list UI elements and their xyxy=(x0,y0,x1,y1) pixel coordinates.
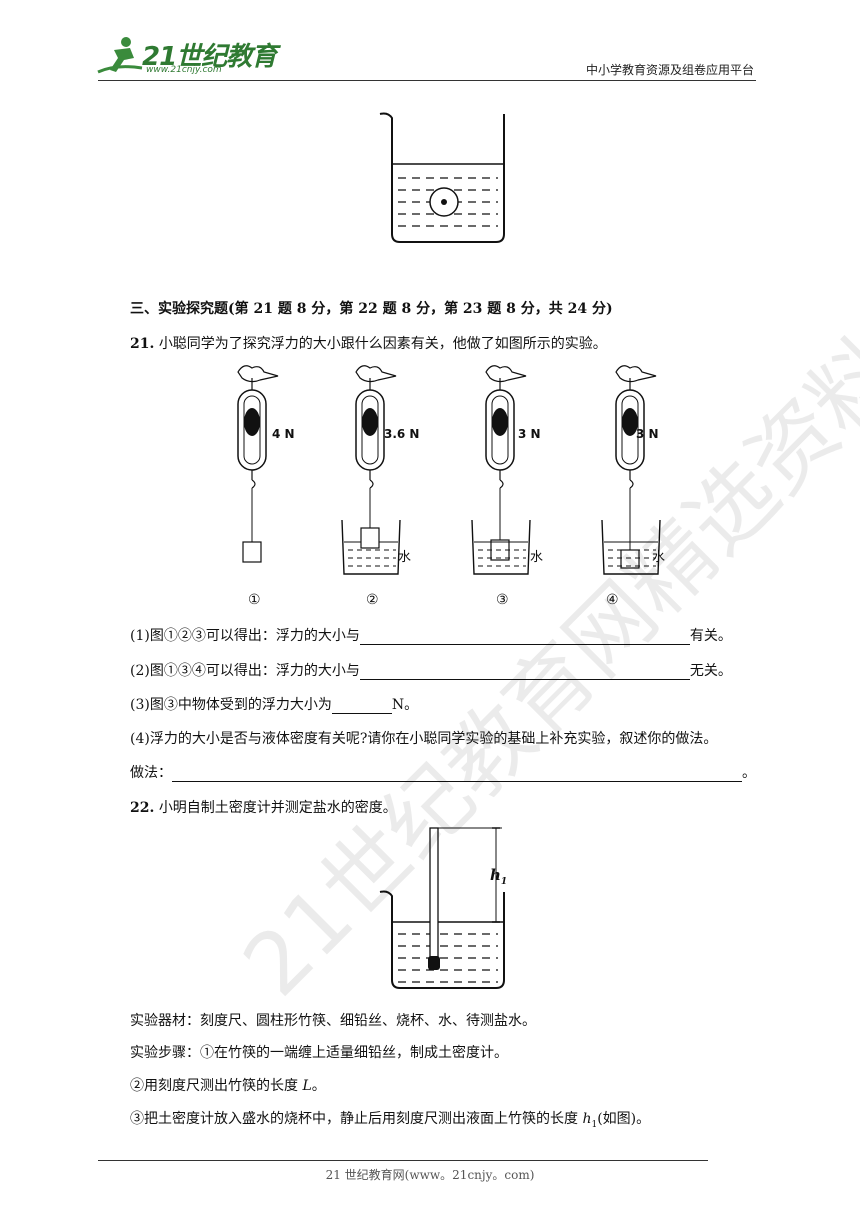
q21-sub1-prefix: (1)图①②③可以得出：浮力的大小与 xyxy=(130,628,360,644)
q21-method-prefix: 做法： xyxy=(130,765,172,781)
reading-4: 3 N xyxy=(636,427,659,441)
q21-sub4: (4)浮力的大小是否与液体密度有关呢?请你在小聪同学实验的基础上补充实验，叙述你… xyxy=(130,731,718,747)
q22-step2-prefix: ②用刻度尺测出竹筷的长度 xyxy=(130,1078,303,1094)
q22-step3-prefix: ③把土密度计放入盛水的烧杯中，静止后用刻度尺测出液面上竹筷的长度 xyxy=(130,1111,583,1127)
water-label-4: 水 xyxy=(652,550,666,565)
q22-step3-suffix: (如图)。 xyxy=(597,1111,651,1127)
q22-step3-sub: 1 xyxy=(591,1119,598,1130)
q22-step3-var: h xyxy=(582,1111,592,1127)
q22-materials: 实验器材：刻度尺、圆柱形竹筷、细铅丝、烧杯、水、待测盐水。 xyxy=(130,1013,536,1029)
q22-number: 22. xyxy=(130,800,155,816)
reading-2: 3.6 N xyxy=(384,427,420,441)
beaker-ball-figure xyxy=(378,106,518,246)
q21-stem: 21. 小聪同学为了探究浮力的大小跟什么因素有关，他做了如图所示的实验。 xyxy=(130,333,607,353)
water-label-2: 水 xyxy=(398,550,412,565)
q22-step1: 实验步骤：①在竹筷的一端缠上适量细铅丝，制成土密度计。 xyxy=(130,1045,508,1061)
section-title: 三、实验探究题(第 21 题 8 分，第 22 题 8 分，第 23 题 8 分… xyxy=(130,301,613,317)
q21-method-suffix: 。 xyxy=(742,765,756,781)
logo-url: www.21cnjy.com xyxy=(146,65,222,75)
q22-stem: 22. 小明自制土密度计并测定盐水的密度。 xyxy=(130,797,397,817)
h1-label-sub: 1 xyxy=(500,877,508,887)
logo-text: 21世纪教育 xyxy=(142,42,277,72)
q21-sub1-suffix: 有关。 xyxy=(689,628,732,644)
q22-step2-suffix: 。 xyxy=(311,1078,326,1094)
reading-1: 4 N xyxy=(272,427,295,441)
caption-3: ③ xyxy=(496,592,509,608)
header-divider xyxy=(98,80,756,81)
q22-step2: ②用刻度尺测出竹筷的长度 L。 xyxy=(130,1075,326,1095)
q21-sub3: (3)图③中物体受到的浮力大小为 N。 xyxy=(130,694,418,714)
h1-label-var: h xyxy=(490,866,501,884)
water-label-3: 水 xyxy=(530,550,544,565)
q21-sub3-prefix: (3)图③中物体受到的浮力大小为 xyxy=(130,697,332,713)
caption-1: ① xyxy=(248,592,261,608)
footer-text: 21 世纪教育网(www。21cnjy。com) xyxy=(325,1168,535,1182)
q21-method: 做法： 。 xyxy=(130,762,756,782)
caption-2: ② xyxy=(366,592,379,608)
q21-number: 21. xyxy=(130,336,155,352)
logo xyxy=(96,34,146,78)
q21-sub2: (2)图①③④可以得出：浮力的大小与 无关。 xyxy=(130,660,732,680)
q21-sub3-suffix: N。 xyxy=(391,697,419,713)
spring-scale-figure xyxy=(230,362,690,610)
q21-sub2-prefix: (2)图①③④可以得出：浮力的大小与 xyxy=(130,663,360,679)
q21-sub2-blank[interactable] xyxy=(359,663,690,680)
q21-sub1: (1)图①②③可以得出：浮力的大小与 有关。 xyxy=(130,625,732,645)
reading-3: 3 N xyxy=(518,427,541,441)
q22-step2-var: L xyxy=(302,1078,312,1094)
densitometer-figure xyxy=(378,822,518,994)
q21-stem-text: 小聪同学为了探究浮力的大小跟什么因素有关，他做了如图所示的实验。 xyxy=(158,336,607,352)
q21-sub3-blank[interactable] xyxy=(331,697,392,714)
h1-label: h1 xyxy=(490,866,507,887)
q22-step3: ③把土密度计放入盛水的烧杯中，静止后用刻度尺测出液面上竹筷的长度 h1(如图)。 xyxy=(130,1108,650,1130)
q22-stem-text: 小明自制土密度计并测定盐水的密度。 xyxy=(158,800,397,816)
q21-sub1-blank[interactable] xyxy=(359,628,690,645)
platform-name: 中小学教育资源及组卷应用平台 xyxy=(585,63,754,77)
q21-sub2-suffix: 无关。 xyxy=(689,663,732,679)
footer-divider xyxy=(98,1160,708,1161)
q21-method-blank[interactable] xyxy=(172,765,742,782)
caption-4: ④ xyxy=(606,592,619,608)
